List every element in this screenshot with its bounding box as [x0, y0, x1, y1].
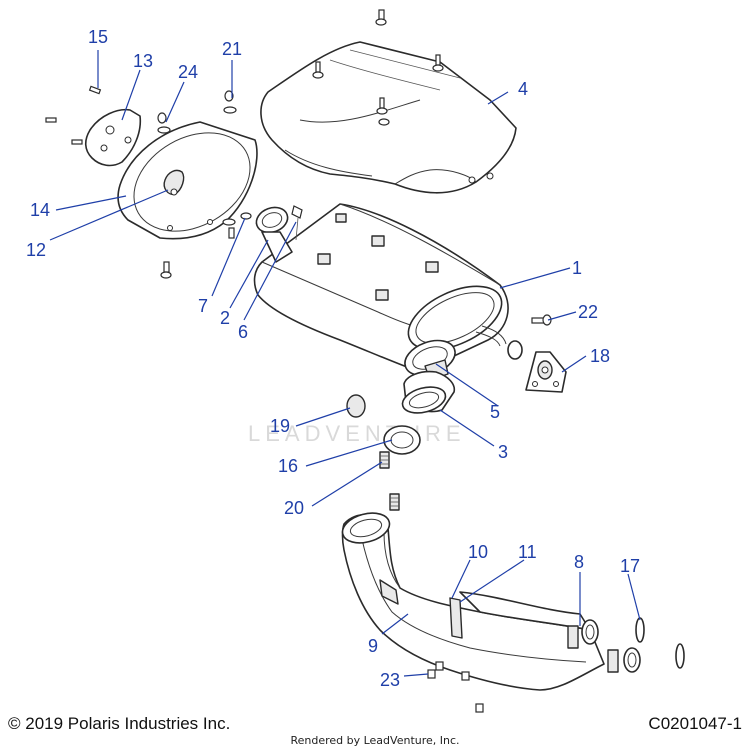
rendered-by-text: Rendered by LeadVenture, Inc.: [290, 734, 460, 747]
callout-4: 4: [518, 79, 528, 99]
mount-bolt: [531, 314, 552, 326]
leader-lines: [49, 50, 641, 677]
callout-15: 15: [88, 27, 108, 47]
tube-heat-shield: [117, 121, 258, 240]
coupler: [401, 370, 456, 414]
copyright-text: © 2019 Polaris Industries Inc.: [8, 714, 231, 733]
mount-bracket: [525, 351, 567, 393]
callout-labels: 15 13 24 21 4 14 12 7 2 6 1 22 18 5 3 19…: [26, 27, 640, 690]
spring: [379, 451, 390, 469]
callout-5: 5: [490, 402, 500, 422]
callout-19: 19: [270, 416, 290, 436]
callout-3: 3: [498, 442, 508, 462]
callout-7: 7: [198, 296, 208, 316]
callout-10: 10: [468, 542, 488, 562]
drawing-id: C0201047-1: [648, 714, 742, 733]
callout-1: 1: [572, 258, 582, 278]
sensor-bolt: [291, 205, 303, 241]
callout-8: 8: [574, 552, 584, 572]
tip-seals: [635, 617, 685, 669]
callout-23: 23: [380, 670, 400, 690]
grommet: [346, 394, 366, 418]
callout-18: 18: [590, 346, 610, 366]
bracket: [84, 108, 142, 167]
callout-11: 11: [518, 542, 537, 562]
callout-21: 21: [222, 39, 242, 59]
callout-12: 12: [26, 240, 46, 260]
callout-13: 13: [133, 51, 153, 71]
callout-6: 6: [238, 322, 248, 342]
callout-14: 14: [30, 200, 50, 220]
callout-2: 2: [220, 308, 230, 328]
heat-shield: [260, 41, 517, 194]
callout-16: 16: [278, 456, 298, 476]
callout-24: 24: [178, 62, 198, 82]
gasket: [383, 425, 421, 455]
muffler: [253, 203, 523, 373]
spring-lower: [389, 493, 400, 511]
callout-22: 22: [578, 302, 598, 322]
shield-bolts: [312, 9, 444, 126]
callout-17: 17: [620, 556, 640, 576]
header-pipe: [341, 512, 641, 691]
left-bolts: [45, 85, 252, 279]
watermark: LEADVENTURE: [248, 421, 466, 446]
callout-9: 9: [368, 636, 378, 656]
callout-20: 20: [284, 498, 304, 518]
